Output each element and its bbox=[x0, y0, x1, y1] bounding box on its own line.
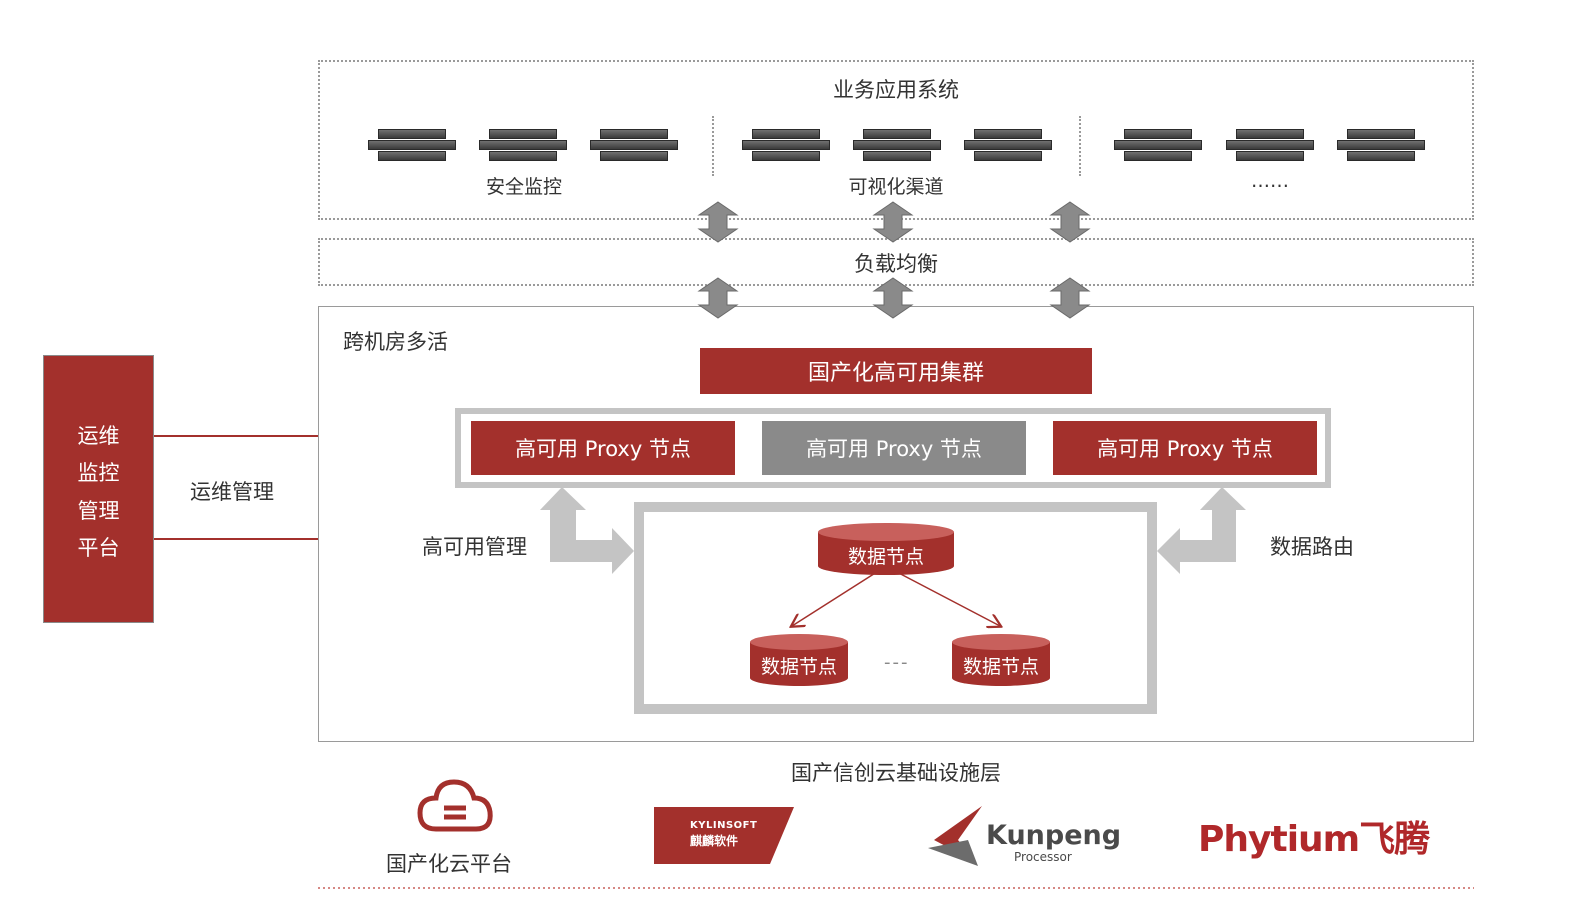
ha-management-arrow bbox=[540, 487, 634, 574]
phytium-logo: Phytium飞腾 bbox=[1198, 819, 1430, 860]
infra-title: 国产信创云基础设施层 bbox=[791, 761, 1001, 785]
ha-management-label: 高可用管理 bbox=[422, 535, 527, 559]
ops-line-2: 监控 bbox=[77, 461, 120, 485]
ops-link-top bbox=[154, 435, 318, 437]
server-rack-icon bbox=[479, 129, 567, 163]
double-arrow-icon bbox=[872, 277, 914, 319]
kylinsoft-logo-text: KYLINSOFT 麒麟软件 bbox=[690, 820, 757, 849]
kunpeng-logo-text: Kunpeng Processor bbox=[986, 820, 1122, 865]
data-node-root-label: 数据节点 bbox=[847, 546, 924, 568]
proxy-frame bbox=[455, 408, 1331, 488]
proxy-node-2: 高可用 Proxy 节点 bbox=[762, 421, 1026, 475]
data-node-ellipsis: --- bbox=[884, 652, 910, 673]
bidirectional-arrows bbox=[697, 201, 1091, 319]
proxy-node-3: 高可用 Proxy 节点 bbox=[1053, 421, 1317, 475]
data-node-root-cylinder bbox=[818, 523, 954, 575]
multi-active-title: 跨机房多活 bbox=[343, 330, 448, 354]
data-node-left-cylinder bbox=[750, 634, 848, 686]
proxy-node-label: 高可用 Proxy 节点 bbox=[1097, 437, 1273, 461]
data-node-right-cylinder bbox=[952, 634, 1050, 686]
double-arrow-icon bbox=[1049, 201, 1091, 243]
ops-line-3: 管理 bbox=[77, 499, 120, 523]
data-node-right: 数据节点 bbox=[952, 652, 1050, 678]
cloud-platform-label: 国产化云平台 bbox=[386, 852, 512, 876]
kylinsoft-cn: 麒麟软件 bbox=[690, 834, 739, 848]
proxy-node-label: 高可用 Proxy 节点 bbox=[806, 437, 982, 461]
cluster-title: 国产化高可用集群 bbox=[807, 361, 984, 386]
kunpeng-logo-mark bbox=[928, 806, 982, 866]
server-rack-icon bbox=[1226, 129, 1314, 163]
double-arrow-icon bbox=[872, 201, 914, 243]
double-arrow-icon bbox=[697, 277, 739, 319]
group-separator bbox=[1079, 116, 1081, 176]
server-rack-icon bbox=[590, 129, 678, 163]
kylinsoft-brand: KYLINSOFT bbox=[690, 820, 758, 831]
data-cluster-frame bbox=[634, 502, 1157, 714]
group-label-more: …… bbox=[1251, 170, 1289, 192]
data-route-label: 数据路由 bbox=[1270, 535, 1354, 559]
group-label-visual: 可视化渠道 bbox=[848, 176, 944, 198]
server-rack-icon bbox=[1114, 129, 1202, 163]
load-balance-title: 负载均衡 bbox=[854, 252, 938, 276]
server-rack-icon bbox=[964, 129, 1052, 163]
server-rack-icon bbox=[1337, 129, 1425, 163]
group-separator bbox=[712, 116, 714, 176]
data-route-arrow bbox=[1157, 487, 1246, 574]
kunpeng-brand: Kunpeng bbox=[986, 820, 1122, 851]
data-node-left-label: 数据节点 bbox=[760, 656, 837, 678]
cloud-icon bbox=[417, 779, 493, 832]
double-arrow-icon bbox=[697, 201, 739, 243]
business-system-title: 业务应用系统 bbox=[833, 78, 959, 102]
proxy-node-1: 高可用 Proxy 节点 bbox=[471, 421, 735, 475]
ops-link-bottom bbox=[154, 538, 318, 540]
server-rack-icon bbox=[368, 129, 456, 163]
ops-line-4: 平台 bbox=[77, 536, 120, 560]
proxy-node-label: 高可用 Proxy 节点 bbox=[515, 437, 691, 461]
group-label-security: 安全监控 bbox=[485, 176, 562, 198]
data-link-left bbox=[792, 569, 881, 626]
kunpeng-sub: Processor bbox=[1014, 850, 1072, 864]
double-arrow-icon bbox=[1049, 277, 1091, 319]
data-node-right-label: 数据节点 bbox=[962, 656, 1039, 678]
data-node-left: 数据节点 bbox=[750, 652, 848, 678]
server-rack-icon bbox=[742, 129, 830, 163]
server-rack-icon bbox=[853, 129, 941, 163]
ops-link-label: 运维管理 bbox=[190, 480, 274, 504]
data-link-right bbox=[892, 569, 1000, 626]
data-node-root: 数据节点 bbox=[818, 542, 954, 568]
ops-platform: 运维 监控 管理 平台 bbox=[43, 355, 154, 623]
ops-line-1: 运维 bbox=[77, 424, 120, 448]
kylinsoft-logo bbox=[654, 807, 794, 864]
cluster-title-bar: 国产化高可用集群 bbox=[700, 348, 1092, 394]
